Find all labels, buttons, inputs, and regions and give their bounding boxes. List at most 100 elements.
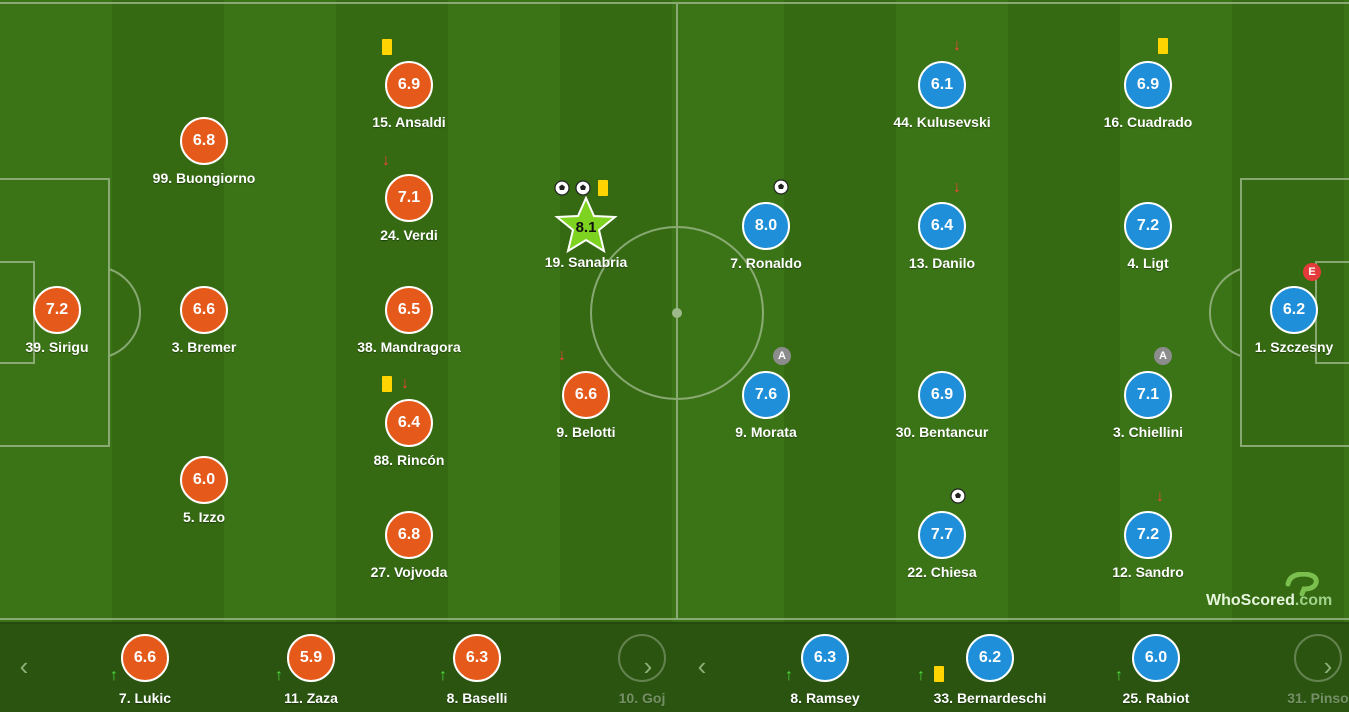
rating-badge: 8.0 <box>742 202 790 250</box>
player-label: 13. Danilo <box>908 255 976 271</box>
sub-ramsey[interactable]: 6.3 8. Ramsey <box>745 634 905 706</box>
player-label: 33. Bernardeschi <box>933 690 1047 706</box>
arrow-up-icon: ↑ <box>275 667 283 684</box>
player-label: 3. Bremer <box>171 339 237 355</box>
player-label: 24. Verdi <box>380 227 438 243</box>
sub-bernardeschi[interactable]: 6.2 33. Bernardeschi <box>910 634 1070 706</box>
player-label: 15. Ansaldi <box>372 114 446 130</box>
player-sirigu[interactable]: 7.2 39. Sirigu <box>0 286 137 355</box>
rating-badge: 7.1 <box>385 174 433 222</box>
rating-badge: 7.2 <box>1124 202 1172 250</box>
rating-badge: 6.3 <box>801 634 849 682</box>
sub-lukic[interactable]: 6.6 7. Lukic <box>65 634 225 706</box>
arrow-up-icon: ↑ <box>917 667 925 684</box>
whoscored-logo: WhoScored.com <box>1206 572 1346 616</box>
rating-badge: 6.6 <box>180 286 228 334</box>
rating-badge: 6.6 <box>562 371 610 419</box>
rating-badge <box>1294 634 1342 682</box>
arrow-down-icon: ↓ <box>953 179 961 196</box>
captain-badge: A <box>1154 347 1172 365</box>
rating-badge: 7.7 <box>918 511 966 559</box>
player-danilo[interactable]: 6.4 13. Danilo <box>862 202 1022 271</box>
rating-badge <box>618 634 666 682</box>
error-badge: E <box>1303 263 1321 281</box>
man-of-the-match-star: 8.1 <box>551 196 621 254</box>
rating-badge: 6.4 <box>385 399 433 447</box>
player-chiellini[interactable]: 7.1 3. Chiellini <box>1068 371 1228 440</box>
player-izzo[interactable]: 6.0 5. Izzo <box>124 456 284 525</box>
arrow-down-icon: ↓ <box>953 37 961 54</box>
player-sandro[interactable]: 7.2 12. Sandro <box>1068 511 1228 580</box>
sub-baselli[interactable]: 6.3 8. Baselli <box>397 634 557 706</box>
player-buongiorno[interactable]: 6.8 99. Buongiorno <box>124 117 284 186</box>
player-ansaldi[interactable]: 6.9 15. Ansaldi <box>329 61 489 130</box>
player-vojvoda[interactable]: 6.8 27. Vojvoda <box>329 511 489 580</box>
arrow-down-icon: ↓ <box>558 347 566 364</box>
player-chiesa[interactable]: 7.7 22. Chiesa <box>862 511 1022 580</box>
pitch: 7.2 39. Sirigu 6.8 99. Buongiorno 6.6 3.… <box>0 0 1349 622</box>
away-bench-prev-button[interactable]: ‹ <box>697 651 707 681</box>
player-label: 19. Sanabria <box>544 254 628 270</box>
arrow-down-icon: ↓ <box>382 152 390 169</box>
player-morata[interactable]: 7.6 9. Morata <box>686 371 846 440</box>
arrow-down-icon: ↓ <box>1156 488 1164 505</box>
rating-badge: 6.9 <box>918 371 966 419</box>
player-label: 16. Cuadrado <box>1103 114 1193 130</box>
football-icon <box>575 180 591 201</box>
player-kulusevski[interactable]: 6.1 44. Kulusevski <box>862 61 1022 130</box>
arrow-down-icon: ↓ <box>401 375 409 392</box>
yellow-card-icon <box>382 39 392 55</box>
player-szczesny[interactable]: 6.2 1. Szczesny <box>1214 286 1349 355</box>
rating-badge: 6.8 <box>385 511 433 559</box>
rating-badge: 6.9 <box>385 61 433 109</box>
player-ligt[interactable]: 7.2 4. Ligt <box>1068 202 1228 271</box>
rating-badge: 7.6 <box>742 371 790 419</box>
sub-pinso[interactable]: 31. Pinso <box>1238 634 1349 706</box>
arrow-up-icon: ↑ <box>1115 667 1123 684</box>
rating-badge: 6.3 <box>453 634 501 682</box>
sub-goj[interactable]: 10. Goj <box>562 634 722 706</box>
player-label: 5. Izzo <box>182 509 226 525</box>
player-label: 30. Bentancur <box>895 424 989 440</box>
player-label: 38. Mandragora <box>357 339 461 355</box>
player-label: 9. Morata <box>735 424 797 440</box>
rating-badge: 6.9 <box>1124 61 1172 109</box>
player-label: 88. Rincón <box>373 452 445 468</box>
sub-zaza[interactable]: 5.9 11. Zaza <box>231 634 391 706</box>
player-rincon[interactable]: 6.4 88. Rincón <box>329 399 489 468</box>
player-label: 1. Szczesny <box>1254 339 1334 355</box>
player-mandragora[interactable]: 6.5 38. Mandragora <box>329 286 489 355</box>
player-label: 99. Buongiorno <box>152 170 256 186</box>
rating-badge: 6.2 <box>1270 286 1318 334</box>
rating-badge: 6.1 <box>918 61 966 109</box>
yellow-card-icon <box>1158 38 1168 54</box>
player-label: 7. Ronaldo <box>730 255 802 271</box>
rating-badge: 6.8 <box>180 117 228 165</box>
yellow-card-icon <box>382 376 392 392</box>
player-label: 44. Kulusevski <box>893 114 991 130</box>
player-label: 12. Sandro <box>1112 564 1184 580</box>
rating-badge: 7.2 <box>1124 511 1172 559</box>
rating-badge: 6.0 <box>180 456 228 504</box>
arrow-up-icon: ↑ <box>785 667 793 684</box>
sub-rabiot[interactable]: 6.0 25. Rabiot <box>1076 634 1236 706</box>
player-label: 25. Rabiot <box>1122 690 1190 706</box>
player-cuadrado[interactable]: 6.9 16. Cuadrado <box>1068 61 1228 130</box>
player-label: 8. Ramsey <box>790 690 860 706</box>
player-label: 10. Goj <box>618 690 666 706</box>
rating-badge: 7.2 <box>33 286 81 334</box>
home-bench-prev-button[interactable]: ‹ <box>19 651 29 681</box>
rating-badge: 6.2 <box>966 634 1014 682</box>
player-bentancur[interactable]: 6.9 30. Bentancur <box>862 371 1022 440</box>
logo-mark-icon <box>1285 572 1319 597</box>
player-label: 11. Zaza <box>284 690 338 706</box>
player-sanabria[interactable]: 8.1 19. Sanabria <box>506 196 666 270</box>
player-label: 39. Sirigu <box>25 339 89 355</box>
player-bremer[interactable]: 6.6 3. Bremer <box>124 286 284 355</box>
player-ronaldo[interactable]: 8.0 7. Ronaldo <box>686 202 846 271</box>
rating-badge: 6.4 <box>918 202 966 250</box>
player-belotti[interactable]: 6.6 9. Belotti <box>506 371 666 440</box>
player-verdi[interactable]: 7.1 24. Verdi <box>329 174 489 243</box>
rating-badge: 6.0 <box>1132 634 1180 682</box>
football-icon <box>950 488 966 509</box>
